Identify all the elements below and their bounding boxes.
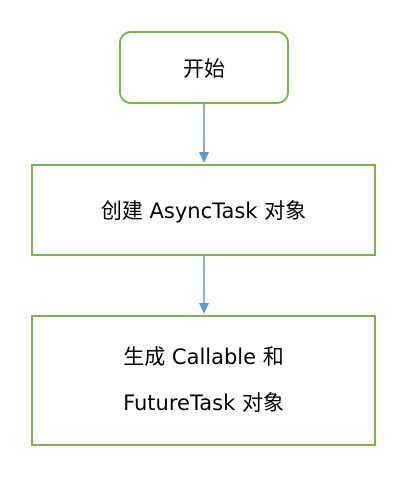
start-node: 开始 [119,31,289,104]
start-node-label: 开始 [183,56,225,81]
arrow-start-to-create [199,104,209,163]
arrow-create-to-generate [199,256,209,314]
generate-callable-futuretask-node: 生成 Callable 和 FutureTask 对象 [31,315,376,446]
create-asynctask-node: 创建 AsyncTask 对象 [31,164,376,256]
generate-node-line1: 生成 Callable 和 [123,345,284,370]
create-asynctask-label: 创建 AsyncTask 对象 [100,199,307,223]
generate-node-line2: FutureTask 对象 [123,390,284,415]
